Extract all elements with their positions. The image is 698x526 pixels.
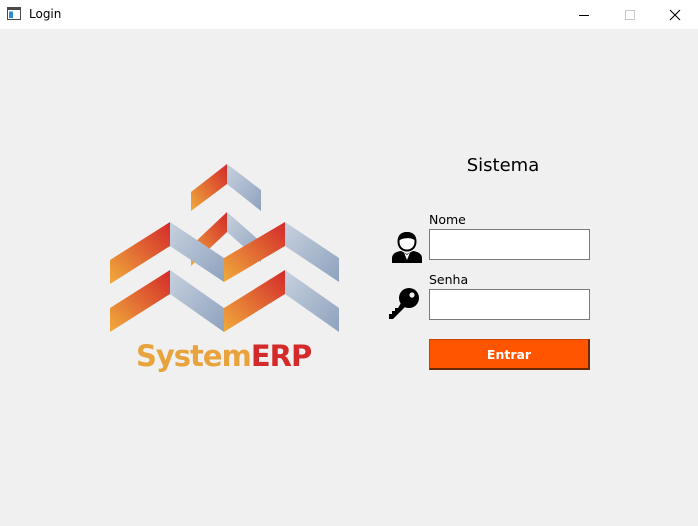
form-title: Sistema (466, 155, 540, 176)
name-input[interactable] (429, 229, 590, 260)
minimize-icon (579, 14, 589, 16)
maximize-button[interactable] (607, 0, 653, 29)
close-button[interactable] (652, 0, 698, 29)
submit-button[interactable]: Entrar (429, 339, 590, 370)
brand-system-text: System (136, 339, 252, 373)
close-icon (669, 9, 681, 20)
brand-logotype: SystemERP (136, 336, 312, 376)
maximize-icon (625, 9, 635, 20)
password-input[interactable] (429, 289, 590, 320)
name-label: Nome (429, 212, 466, 227)
key-icon (389, 288, 419, 319)
logo-graphic (110, 164, 339, 332)
user-icon (392, 231, 422, 263)
app-icon (7, 7, 21, 20)
minimize-button[interactable] (561, 0, 607, 29)
title-bar[interactable]: Login (0, 0, 698, 29)
brand-erp-text: ERP (250, 339, 312, 373)
window-title: Login (29, 7, 62, 21)
password-label: Senha (429, 272, 469, 287)
